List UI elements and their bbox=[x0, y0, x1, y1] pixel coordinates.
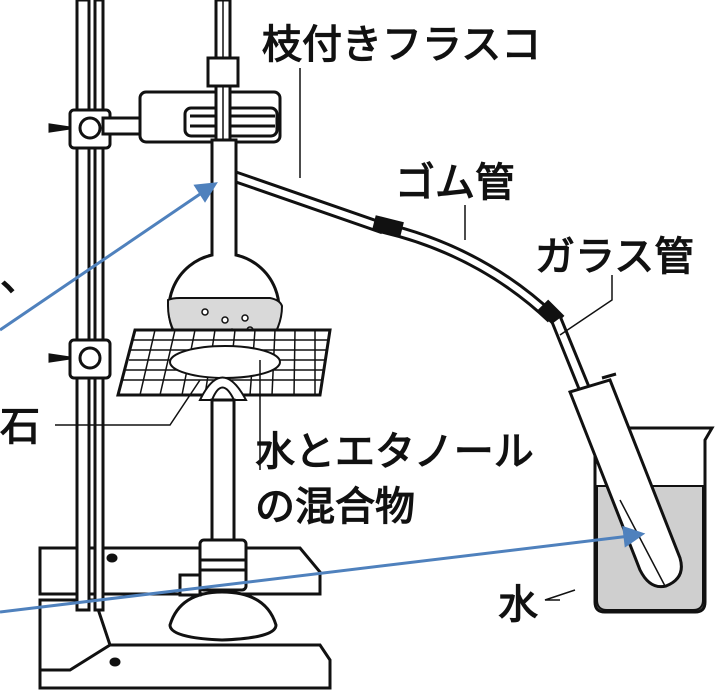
gas-burner bbox=[168, 398, 278, 642]
stand-rods bbox=[75, 0, 105, 612]
test-tube bbox=[568, 372, 683, 589]
label-branched-flask: 枝付きフラスコ bbox=[262, 22, 541, 68]
label-mixture-line2: の混合物 bbox=[255, 484, 415, 530]
label-rubber-tube: ゴム管 bbox=[395, 160, 515, 206]
burner-flame bbox=[198, 376, 248, 401]
label-mixture-line1: 水とエタノール bbox=[255, 429, 534, 475]
label-stone: 石 bbox=[0, 404, 40, 450]
clamp-boss-upper bbox=[48, 108, 112, 150]
label-cutoff-mark: 、 bbox=[0, 254, 40, 300]
flask-clamp bbox=[101, 90, 282, 144]
label-water: 水 bbox=[498, 582, 539, 628]
blue-arrows bbox=[0, 182, 646, 614]
stand-base-lower bbox=[38, 598, 332, 690]
leader-lines bbox=[55, 68, 613, 601]
gauze-ceramic-center bbox=[169, 345, 281, 379]
clamp-boss-lower bbox=[48, 338, 112, 380]
label-glass-tube: ガラス管 bbox=[535, 234, 694, 280]
